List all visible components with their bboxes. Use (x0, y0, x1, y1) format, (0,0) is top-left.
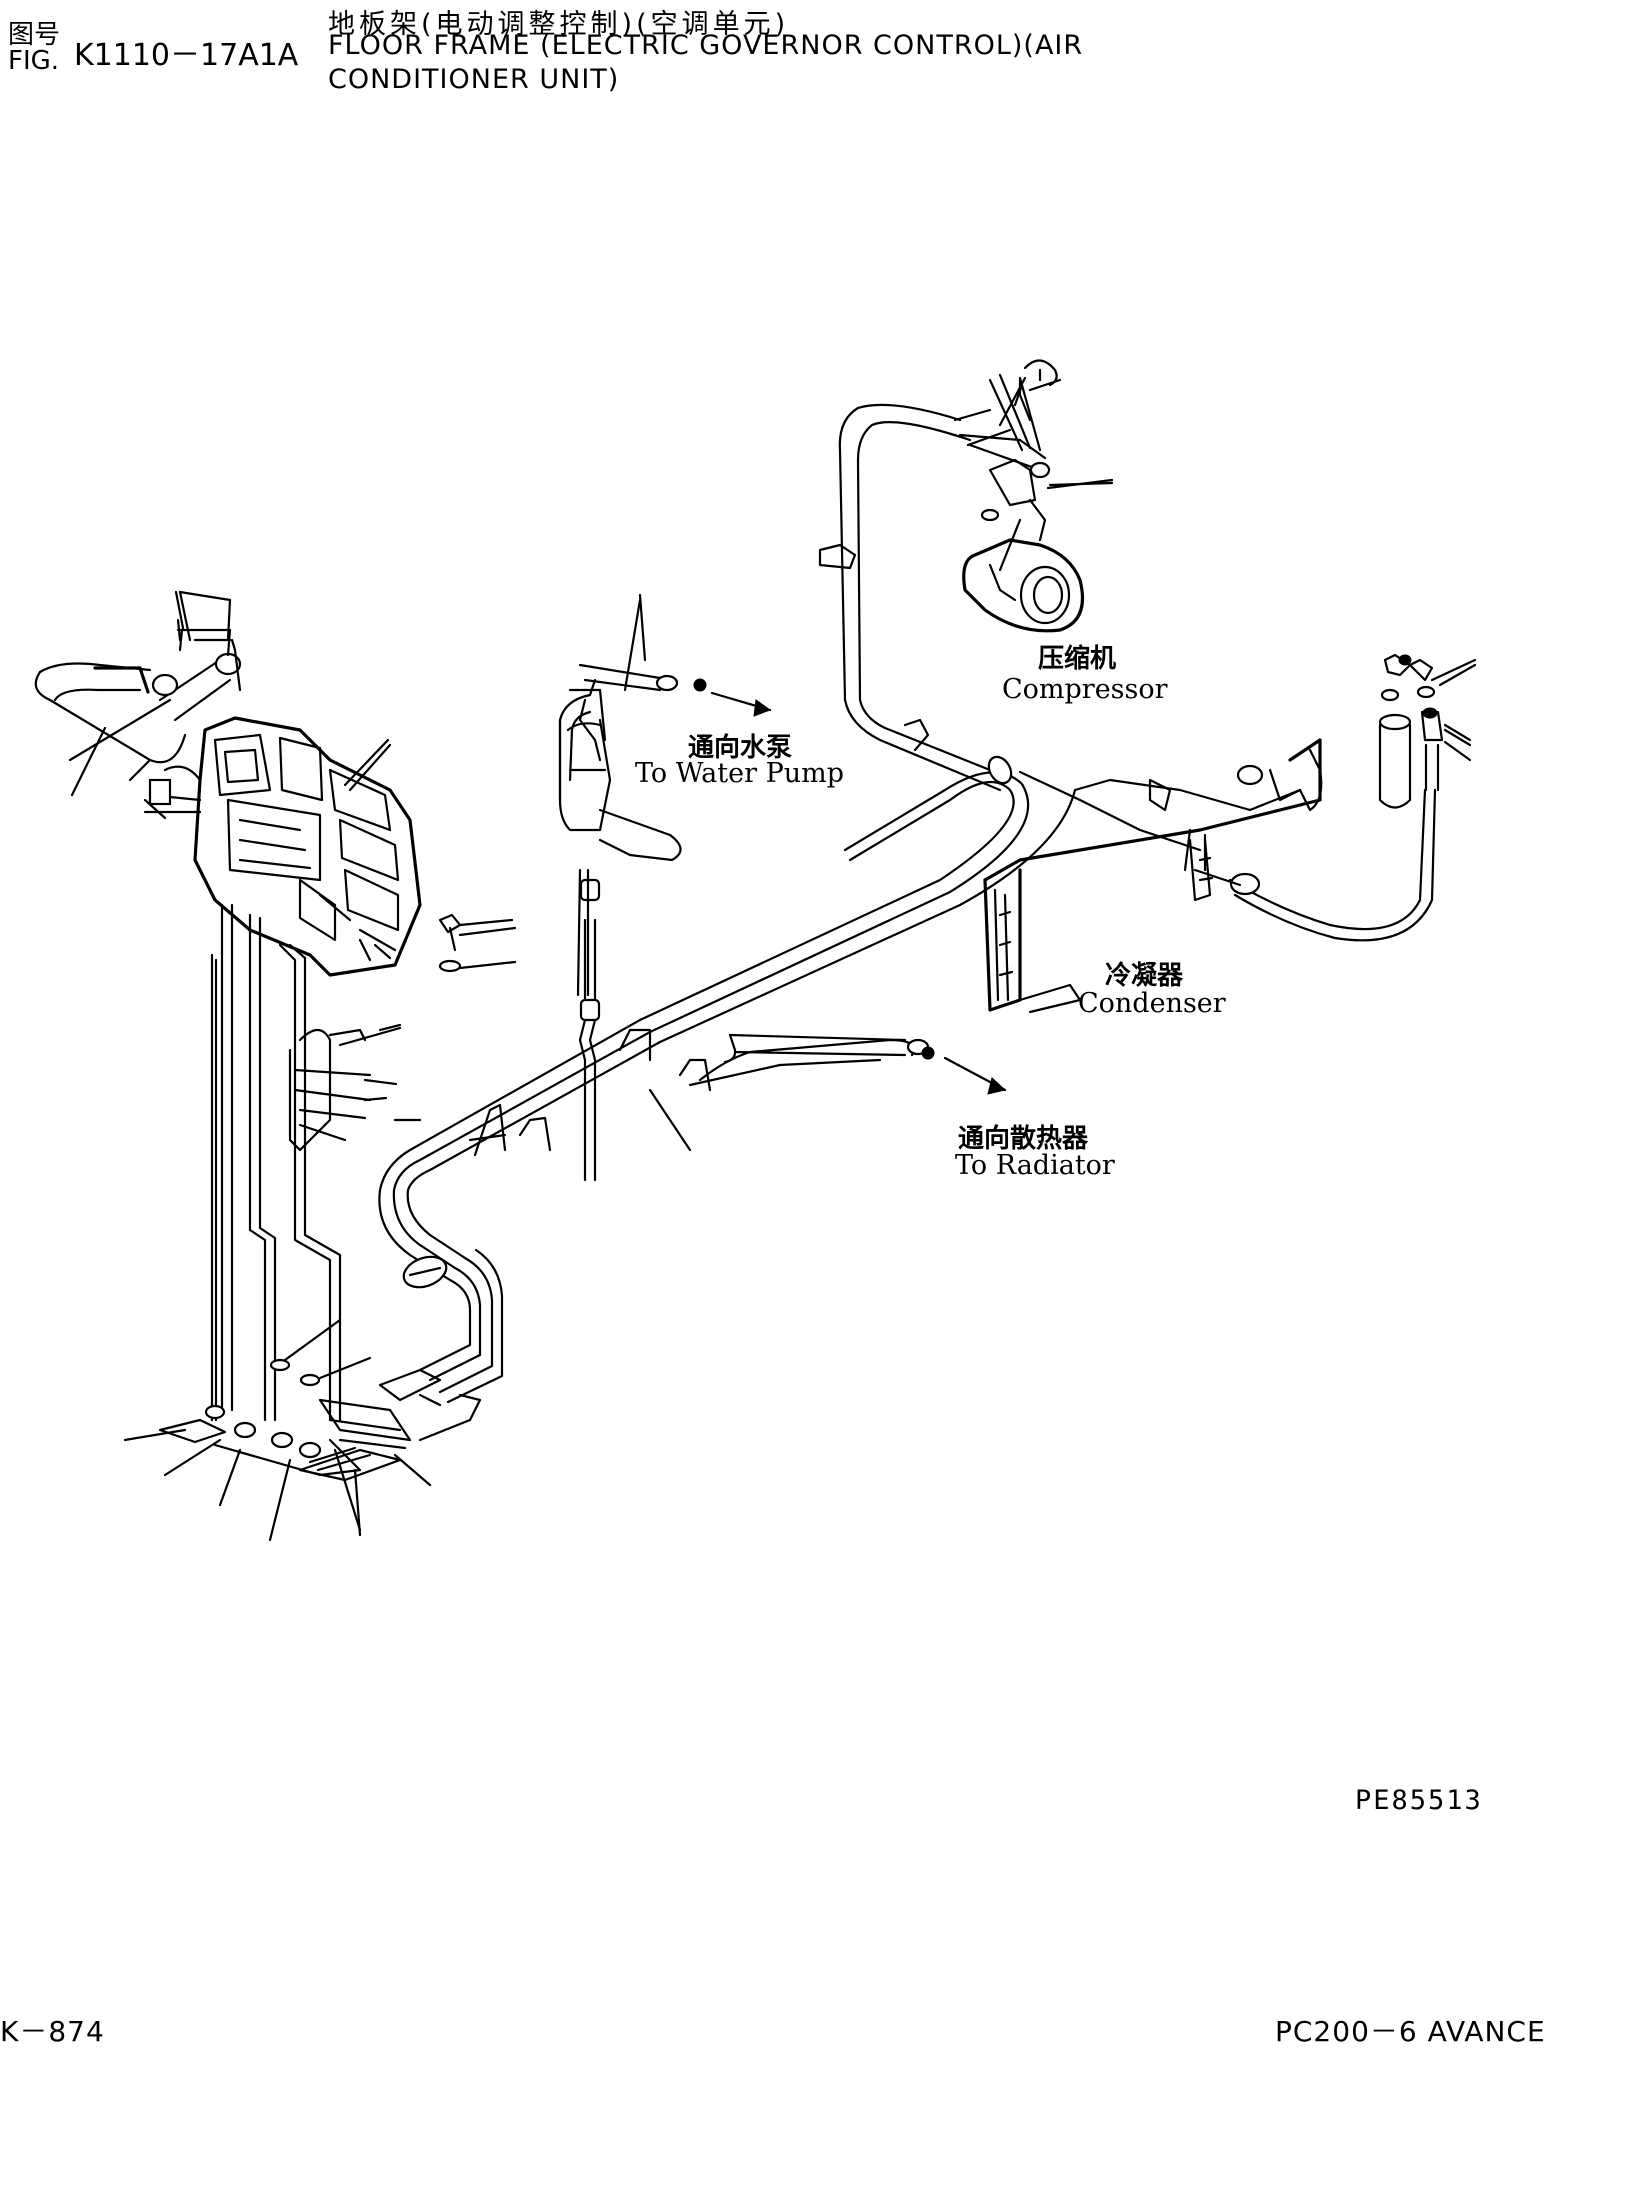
title-english-line1: FLOOR FRAME (ELECTRIC GOVERNOR CONTROL)(… (328, 30, 1084, 61)
water-pump-arrow (710, 691, 772, 717)
page-number: K－874 (0, 2015, 105, 2048)
radiator-hose (728, 1033, 935, 1060)
compressor-label-cn: 压缩机 (1038, 644, 1117, 674)
drawing-code: PE85513 (1355, 1785, 1483, 1816)
bottom-fittings (123, 1318, 482, 1542)
radiator-arrow (943, 1056, 1007, 1095)
figure-number: K1110－17A1A (74, 38, 299, 73)
water-pump-label-cn: 通向水泵 (688, 733, 793, 763)
condenser-label-cn: 冷凝器 (1105, 961, 1184, 991)
machine-model: PC200－6 AVANCE (1275, 2015, 1546, 2048)
title-english-line2: CONDITIONER UNIT) (328, 64, 620, 95)
receiver-drier (1378, 653, 1477, 809)
receiver-line (1193, 788, 1437, 942)
condenser-label: Condenser (1078, 988, 1226, 1019)
compressor-hose-loop (818, 368, 1202, 852)
radiator-label: To Radiator (955, 1150, 1115, 1181)
condenser (983, 738, 1323, 1014)
fig-label-cn: 图号 (8, 20, 61, 50)
fig-label-en: FIG. (8, 46, 60, 76)
bolt-washer (438, 913, 517, 973)
duct-hose (34, 590, 242, 797)
compressor (962, 359, 1114, 633)
leader-lines (174, 376, 1477, 1407)
water-pump-hose (558, 593, 707, 1182)
title-chinese: 地板架(电动调整控制)(空调单元) (328, 9, 790, 40)
water-pump-label: To Water Pump (635, 758, 845, 789)
air-conditioner-unit (143, 716, 422, 977)
radiator-label-cn: 通向散热器 (958, 1124, 1089, 1154)
vertical-pipes (210, 903, 422, 1422)
compressor-label: Compressor (1002, 674, 1168, 705)
